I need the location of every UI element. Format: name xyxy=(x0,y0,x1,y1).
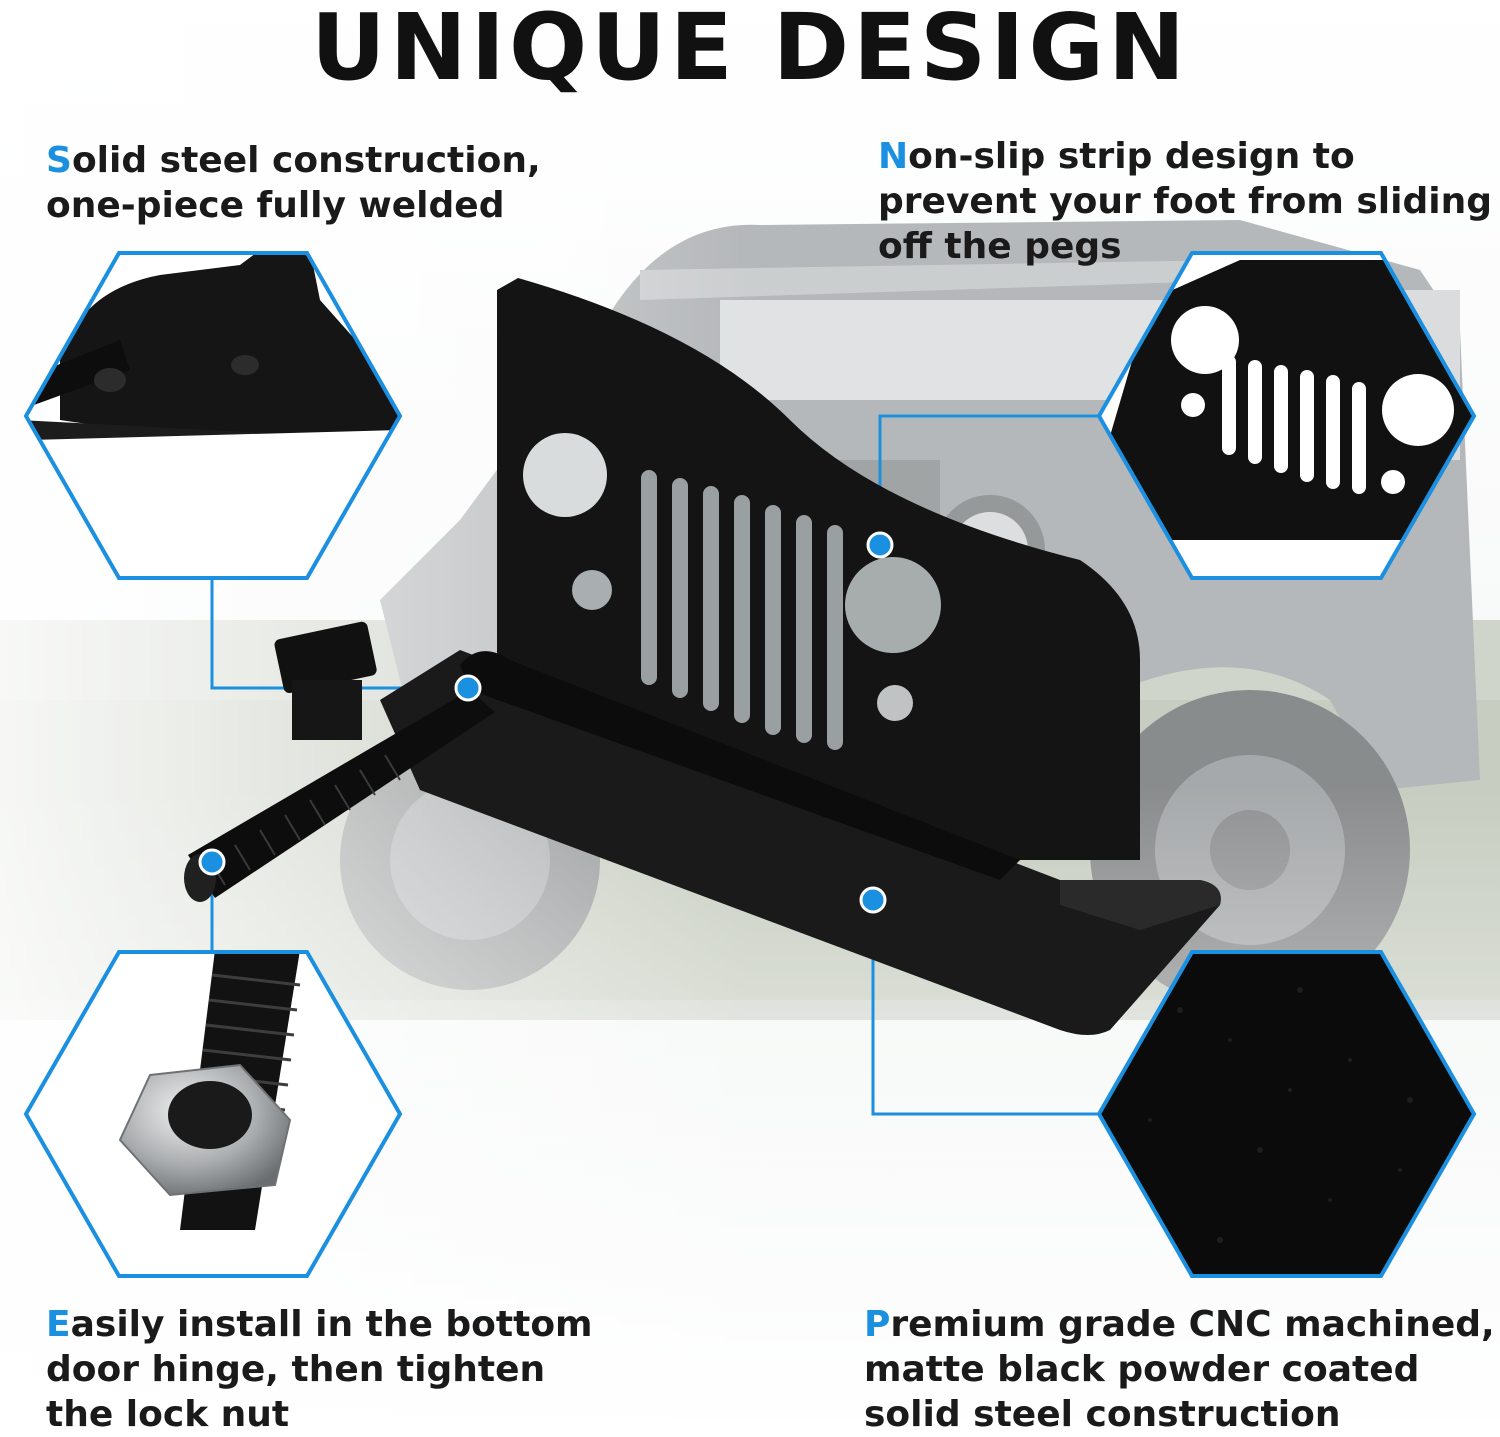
hexagon-grille-detail xyxy=(1096,251,1477,580)
foot-peg-product xyxy=(184,278,1221,1035)
caption-line: the lock nut xyxy=(46,1394,290,1435)
caption-first-letter: P xyxy=(864,1304,891,1345)
caption-line: prevent your foot from sliding xyxy=(878,181,1492,222)
caption-line: asily install in the bottom xyxy=(70,1304,593,1345)
caption-bottom-left: Easily install in the bottom door hinge,… xyxy=(46,1302,593,1437)
caption-line: off the pegs xyxy=(878,226,1122,267)
callout-dots xyxy=(198,531,894,914)
hexagon-weld-detail xyxy=(23,251,403,580)
caption-line: olid steel construction, xyxy=(71,140,541,181)
caption-line: remium grade CNC machined, xyxy=(890,1304,1495,1345)
caption-line: door hinge, then tighten xyxy=(46,1349,546,1390)
caption-bottom-right: Premium grade CNC machined, matte black … xyxy=(864,1302,1495,1437)
caption-line: on-slip strip design to xyxy=(908,136,1355,177)
caption-first-letter: N xyxy=(878,136,909,177)
caption-first-letter: E xyxy=(46,1304,71,1345)
caption-top-right: Non-slip strip design to prevent your fo… xyxy=(878,134,1492,269)
page-title: UNIQUE DESIGN xyxy=(311,0,1189,101)
caption-line: solid steel construction xyxy=(864,1394,1341,1435)
caption-line: matte black powder coated xyxy=(864,1349,1420,1390)
hexagon-bolt-nut-detail xyxy=(23,950,403,1278)
hexagon-texture-detail xyxy=(1096,950,1477,1278)
caption-line: one-piece fully welded xyxy=(46,185,505,226)
caption-first-letter: S xyxy=(46,140,72,181)
caption-top-left: Solid steel construction, one-piece full… xyxy=(46,138,541,228)
